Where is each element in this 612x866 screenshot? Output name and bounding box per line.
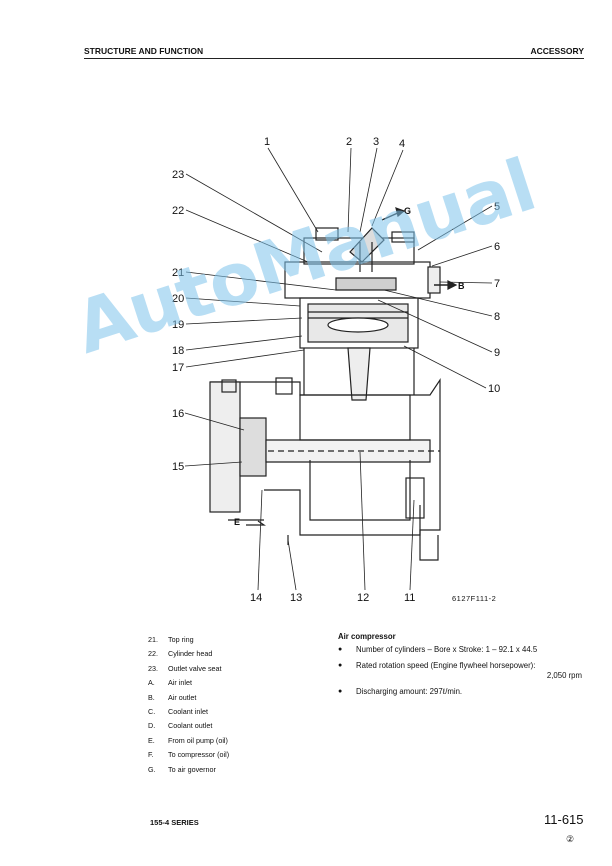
port-label-e: E	[234, 517, 240, 527]
legend-item: E.From oil pump (oil)	[148, 735, 228, 745]
air-compressor-diagram: G B E 1 2 3 4 5 6 7 8 9	[172, 136, 500, 604]
callout-8: 8	[494, 311, 500, 323]
legend-item: C.Coolant inlet	[148, 707, 208, 717]
spec-title: Air compressor	[338, 632, 396, 641]
legend-item: A.Air inlet	[148, 678, 192, 688]
legend-item: G.To air governor	[148, 764, 216, 774]
legend-item: D.Coolant outlet	[148, 721, 213, 731]
callout-4: 4	[399, 138, 405, 150]
cylinder-block	[299, 297, 419, 401]
callout-12: 12	[357, 592, 369, 604]
callout-16: 16	[172, 408, 184, 420]
spec-item: Number of cylinders – Bore x Stroke: 1 –…	[338, 645, 590, 655]
parts-legend: 21.Top ring 22.Cylinder head 23.Outlet v…	[148, 633, 229, 777]
callout-3: 3	[373, 136, 379, 148]
figure-code: 6127F111-2	[452, 594, 496, 603]
legend-item: 21.Top ring	[148, 635, 194, 644]
callout-9: 9	[494, 347, 500, 359]
callout-10: 10	[488, 383, 500, 395]
callout-20: 20	[172, 293, 184, 305]
callout-21: 21	[172, 267, 184, 279]
callout-14: 14	[250, 592, 262, 604]
callout-13: 13	[290, 592, 302, 604]
callout-17: 17	[172, 362, 184, 374]
spec-block: Air compressor Number of cylinders – Bor…	[338, 632, 590, 703]
callout-11: 11	[404, 592, 415, 604]
legend-item: B.Air outlet	[148, 692, 197, 702]
spec-item: Discharging amount: 297ℓ/min.	[338, 687, 590, 697]
legend-item: 22.Cylinder head	[148, 649, 213, 659]
callout-2: 2	[346, 136, 352, 148]
callout-18: 18	[172, 345, 184, 357]
callout-numbers: 1 2 3 4 5 6 7 8 9 10 11 12 13 14 15 16 1…	[172, 136, 500, 604]
leader-lines	[184, 147, 493, 591]
crankcase	[209, 377, 441, 561]
spec-item: Rated rotation speed (Engine flywheel ho…	[338, 661, 590, 681]
callout-7: 7	[494, 278, 500, 290]
port-label-b: B	[458, 281, 465, 291]
series-label: 155-4 SERIES	[150, 818, 199, 827]
chapter-title: ACCESSORY	[530, 46, 584, 56]
callout-5: 5	[494, 201, 500, 213]
callout-1: 1	[264, 136, 270, 148]
revision-mark: ②	[566, 834, 575, 844]
page-header: STRUCTURE AND FUNCTION ACCESSORY	[84, 44, 584, 59]
callout-23: 23	[172, 169, 184, 181]
legend-item: 23.Outlet valve seat	[148, 663, 222, 673]
port-label-g: G	[404, 206, 411, 216]
callout-6: 6	[494, 241, 500, 253]
page-number: 11-615	[544, 812, 584, 827]
spec-value: 2,050 rpm	[546, 671, 582, 680]
callout-19: 19	[172, 319, 184, 331]
callout-15: 15	[172, 461, 184, 473]
section-title: STRUCTURE AND FUNCTION	[84, 46, 204, 56]
legend-item: F.To compressor (oil)	[148, 750, 230, 760]
callout-22: 22	[172, 205, 184, 217]
cylinder-head	[284, 227, 441, 299]
